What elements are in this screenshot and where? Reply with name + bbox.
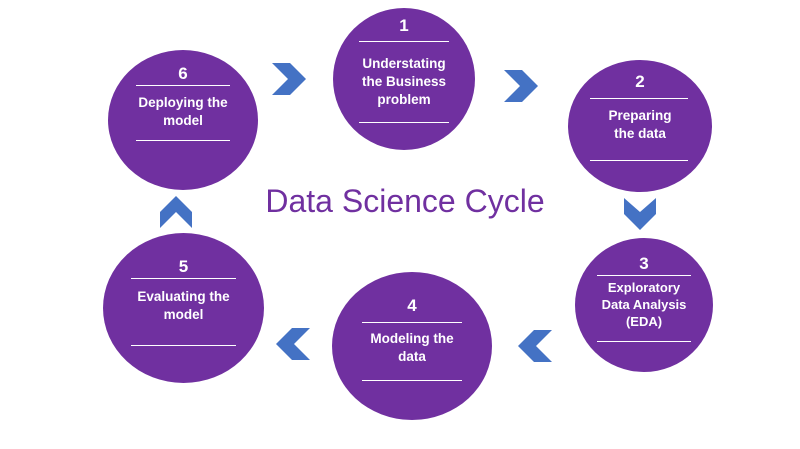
step-label: Modeling the data (340, 330, 484, 366)
step-divider-bottom (597, 341, 691, 342)
chevron-up-icon (160, 196, 192, 228)
step-number: 1 (399, 16, 409, 35)
step-label-line: problem (377, 92, 431, 107)
step-1-understanding-business-problem: 1 Understating the Business problem (333, 8, 475, 150)
step-label: Deploying the model (116, 94, 250, 130)
step-divider-top (136, 85, 230, 86)
step-divider-bottom (131, 345, 236, 346)
step-label-line: model (163, 113, 203, 128)
step-6-deploying-model: 6 Deploying the model (108, 50, 258, 190)
step-number: 2 (635, 72, 645, 91)
step-3-exploratory-data-analysis: 3 Exploratory Data Analysis (EDA) (575, 238, 713, 372)
step-divider-bottom (362, 380, 462, 381)
chevron-right-icon (272, 63, 306, 95)
step-4-modeling-data: 4 Modeling the data (332, 272, 492, 420)
step-divider-bottom (136, 140, 230, 141)
step-number: 5 (178, 257, 189, 276)
step-label-line: (EDA) (625, 314, 663, 329)
chevron-left-icon (276, 328, 310, 360)
step-5-evaluating-model: 5 Evaluating the model (103, 233, 264, 383)
step-label-line: Preparing (608, 108, 672, 123)
step-divider-bottom (590, 160, 688, 161)
step-label-line: data (398, 349, 426, 364)
step-label-line: Exploratory (607, 280, 681, 295)
step-label-line: model (163, 307, 204, 322)
step-label: Evaluating the model (111, 288, 256, 324)
step-divider-bottom (359, 122, 449, 123)
step-divider-top (597, 275, 691, 276)
step-divider-top (362, 322, 462, 323)
step-label: Exploratory Data Analysis (EDA) (583, 279, 705, 330)
step-label-line: the data (614, 126, 666, 141)
chevron-down-icon (624, 198, 656, 230)
step-label-line: Evaluating the (137, 289, 230, 304)
step-number: 3 (639, 254, 649, 273)
step-label-line: Understating (362, 56, 446, 71)
step-label-line: the Business (361, 74, 447, 89)
step-label: Preparing the data (576, 107, 704, 143)
step-2-preparing-data: 2 Preparing the data (568, 60, 712, 192)
step-label-line: Deploying the (138, 95, 228, 110)
step-label: Understating the Business problem (341, 55, 467, 109)
step-divider-top (359, 41, 449, 42)
step-number: 4 (407, 296, 417, 315)
chevron-right-icon (504, 70, 538, 102)
step-divider-top (590, 98, 688, 99)
chevron-left-icon (518, 330, 552, 362)
step-label-line: Data Analysis (601, 297, 687, 312)
step-label-line: Modeling the (370, 331, 454, 346)
diagram-title: Data Science Cycle (265, 183, 545, 219)
step-divider-top (131, 278, 236, 279)
step-number: 6 (178, 64, 188, 83)
